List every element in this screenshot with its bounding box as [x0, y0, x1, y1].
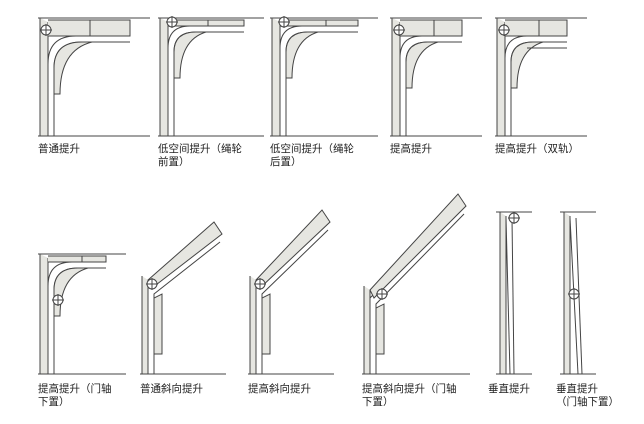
- lift-type-high-lift-door-shaft-low: [38, 252, 126, 376]
- lift-type-vertical-lift-shaft-low: [560, 208, 596, 376]
- lift-type-caption: 提高提升（双轨）: [495, 143, 579, 155]
- door-panel: [375, 303, 385, 355]
- header-box: [505, 19, 568, 37]
- vertical-track: [505, 217, 511, 375]
- lift-type-caption: 低空间提升（绳轮 前置）: [158, 143, 242, 168]
- lift-type-caption: 低空间提升（绳轮 后置）: [270, 143, 354, 168]
- door-drawing: [38, 253, 126, 375]
- lift-type-high-incline-lift: [248, 209, 334, 376]
- incline-track-inner: [153, 241, 221, 374]
- door-drawing: [158, 16, 264, 137]
- lift-type-high-lift: [390, 16, 482, 138]
- incline-header-box: [369, 193, 467, 299]
- lift-type-high-lift-dual-track: [495, 16, 587, 138]
- header-box: [168, 19, 245, 27]
- door-drawing: [362, 193, 470, 375]
- door-drawing: [140, 221, 226, 375]
- lift-type-caption: 提高提升: [390, 143, 432, 155]
- lift-type-caption: 垂直提升: [488, 383, 530, 395]
- door-panel-curve: [53, 267, 89, 317]
- header-box: [48, 255, 107, 263]
- incline-header-box: [255, 209, 331, 289]
- door-panel-curve: [53, 41, 93, 95]
- lift-type-low-headroom-front-spring: [158, 16, 264, 138]
- lift-type-standard-lift: [38, 16, 150, 138]
- lift-type-caption: 提高提升（门轴 下置）: [38, 383, 112, 408]
- door-drawing: [495, 17, 587, 137]
- lift-type-vertical-lift: [496, 208, 532, 376]
- wall-jamb: [39, 18, 49, 137]
- door-drawing: [270, 16, 378, 137]
- lift-type-low-headroom-rear-spring: [270, 16, 378, 138]
- door-drawing: [248, 209, 334, 375]
- wall-jamb: [159, 18, 169, 137]
- lift-type-caption: 垂直提升 （门轴下置）: [556, 383, 619, 408]
- lift-type-caption: 普通提升: [38, 143, 80, 155]
- incline-header-box: [147, 221, 223, 289]
- wall-jamb: [141, 276, 149, 375]
- lift-type-caption: 提高斜向提升: [248, 383, 311, 395]
- door-panel: [261, 293, 271, 355]
- header-box: [48, 19, 131, 37]
- door-panel-curve: [285, 31, 319, 79]
- door-drawing: [496, 211, 532, 375]
- lift-type-caption: 普通斜向提升: [140, 383, 203, 395]
- door-panel-curve: [173, 31, 207, 79]
- header-box: [400, 19, 463, 37]
- door-panel: [153, 293, 163, 355]
- wall-jamb: [363, 286, 371, 375]
- wall-jamb: [271, 18, 281, 137]
- vertical-track-inner: [511, 217, 515, 375]
- wall-jamb: [249, 276, 257, 375]
- door-panel-curve: [510, 41, 544, 89]
- door-drawing: [38, 17, 150, 137]
- wall-jamb: [499, 212, 507, 375]
- door-panel-curve: [405, 41, 439, 89]
- lift-type-high-incline-shaft-low: [362, 193, 470, 376]
- lift-type-caption: 提高斜向提升（门轴 下置）: [362, 383, 457, 408]
- door-drawing: [390, 17, 482, 137]
- lift-type-standard-incline-lift: [140, 221, 226, 376]
- header-box: [280, 19, 359, 27]
- wall-jamb: [39, 254, 49, 375]
- door-drawing: [560, 211, 596, 375]
